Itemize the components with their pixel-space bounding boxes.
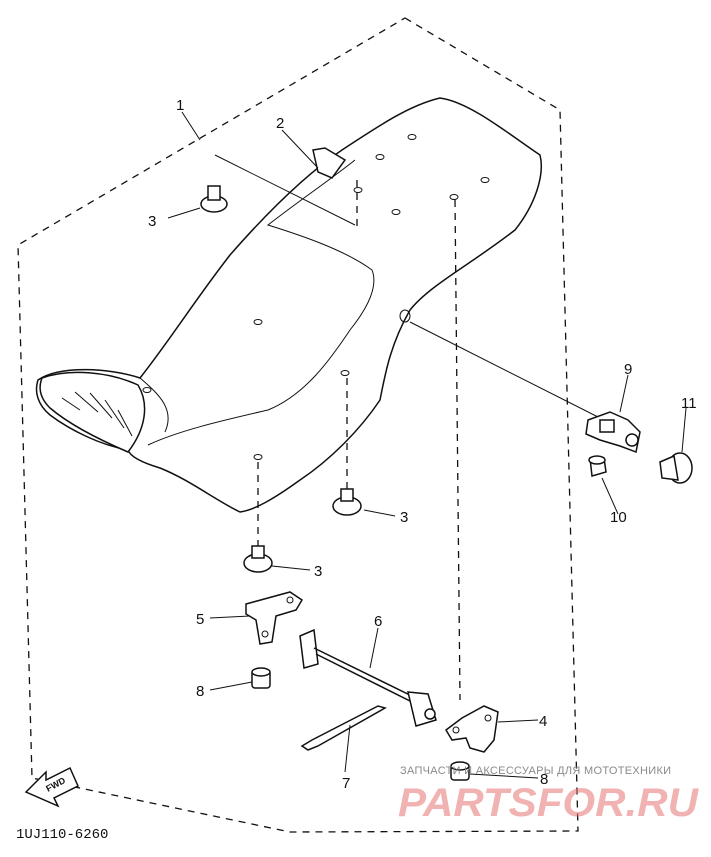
assembly-boundary <box>17 17 579 833</box>
callout-5: 5 <box>196 611 204 628</box>
seat-trim-pattern <box>61 391 133 437</box>
lock-guide-line <box>409 321 601 419</box>
diagram-code: 1UJ110-6260 <box>16 827 108 843</box>
callout-3-right: 3 <box>400 509 408 526</box>
callout-2: 2 <box>276 115 284 132</box>
seat-strap-part-2 <box>312 147 347 179</box>
seat-hook-bracket-part-4 <box>445 705 499 753</box>
callout-1: 1 <box>176 97 184 114</box>
callout-leaders <box>167 111 687 779</box>
callout-11: 11 <box>681 395 697 412</box>
callout-6: 6 <box>374 613 382 630</box>
callout-3-upper: 3 <box>148 213 156 230</box>
seat-lock-part-9 <box>585 411 641 454</box>
watermark-logo: PARTSFOR.RU <box>398 781 699 825</box>
callout-8-left: 8 <box>196 683 204 700</box>
seat-body <box>35 97 542 513</box>
seat-rear-trim <box>39 371 146 453</box>
hook-guide <box>454 199 461 701</box>
seat-lock-rod-part-6 <box>299 628 437 727</box>
seat-front-edge <box>139 377 169 433</box>
watermark-tagline: ЗАПЧАСТИ И АКСЕССУАРЫ ДЛЯ МОТОТЕХНИКИ <box>400 765 671 777</box>
callout-9: 9 <box>624 361 632 378</box>
callout-4: 4 <box>539 713 547 730</box>
callout-10: 10 <box>610 509 627 526</box>
lock-cap-part-11 <box>659 452 693 484</box>
seat-hook-wire-part-7 <box>300 705 387 751</box>
seat-seam <box>147 159 375 446</box>
callout-3-lower: 3 <box>314 563 322 580</box>
bolt-part-8-left <box>251 667 271 689</box>
seat-damper-part-3-upper <box>200 185 228 213</box>
callout-7: 7 <box>342 775 350 792</box>
bolt-part-8-right <box>450 761 470 781</box>
lock-bolt-part-10 <box>588 455 607 477</box>
seat-damper-part-3-lower <box>243 545 273 573</box>
callout-8-right: 8 <box>540 771 548 788</box>
seat-assembly <box>35 97 542 513</box>
seat-bracket-part-5 <box>245 591 304 645</box>
fwd-arrow-icon: FWD <box>24 766 79 808</box>
strap-reference-line <box>214 154 356 226</box>
seat-mounting-holes <box>142 134 490 460</box>
seat-damper-part-3-right <box>332 488 362 516</box>
